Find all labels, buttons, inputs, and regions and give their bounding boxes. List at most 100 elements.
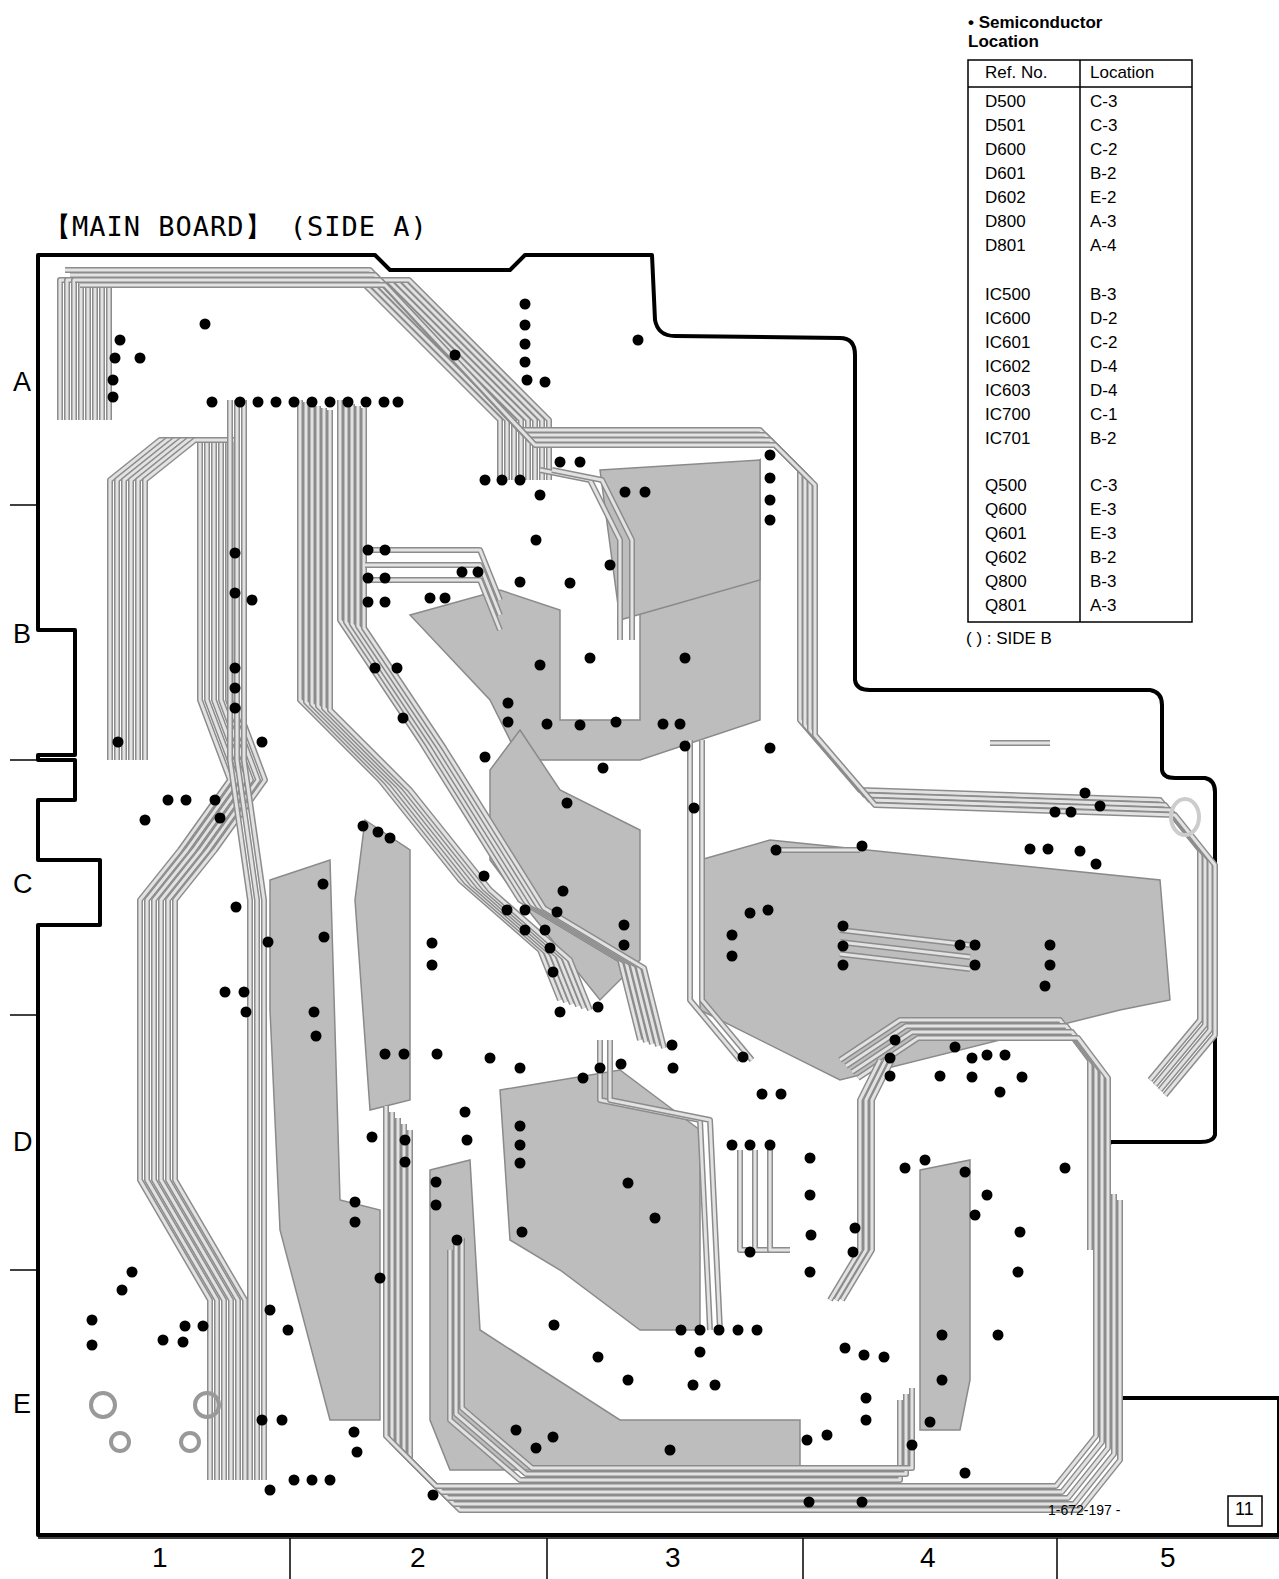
pad (318, 879, 329, 890)
trace-edge (450, 1250, 900, 1480)
pad (380, 545, 391, 556)
pad (531, 1443, 542, 1454)
pad (555, 1007, 566, 1018)
pad (503, 717, 514, 728)
pad (861, 1415, 872, 1426)
pad (432, 1049, 443, 1060)
pad (385, 833, 396, 844)
pad (399, 1049, 410, 1060)
pad (231, 902, 242, 913)
pad (230, 588, 241, 599)
trace-edge (600, 1040, 710, 1330)
pad (431, 1200, 442, 1211)
pad (907, 1440, 918, 1451)
row-letter: A (13, 368, 31, 398)
pad (135, 353, 146, 364)
grid-location: A-3 (1090, 597, 1116, 616)
pad (531, 535, 542, 546)
trace (858, 1038, 1108, 1268)
pad (283, 1325, 294, 1336)
pad (925, 1417, 936, 1428)
ref-number: D500 (985, 93, 1026, 112)
pad (745, 908, 756, 919)
ref-number: IC603 (985, 382, 1030, 401)
pad (520, 339, 531, 350)
pad (861, 1393, 872, 1404)
pad (522, 375, 533, 386)
row-letter: C (13, 870, 33, 900)
grid-location: C-2 (1090, 334, 1117, 353)
board-part-number: 1-672-197 - (1048, 1503, 1120, 1518)
pad (392, 663, 403, 674)
pad (727, 1140, 738, 1151)
pad (733, 1325, 744, 1336)
pad (393, 397, 404, 408)
pad (265, 1485, 276, 1496)
row-letter: B (13, 620, 31, 650)
pad (757, 1089, 768, 1100)
pad (277, 1415, 288, 1426)
row-letter: D (13, 1128, 33, 1158)
trace (702, 740, 752, 1060)
trace-edge (858, 1038, 1108, 1268)
ref-number: Q800 (985, 573, 1027, 592)
trace-edge (840, 954, 970, 969)
table-frame (968, 60, 1192, 622)
trace (70, 275, 1205, 1085)
board-outline (38, 255, 1279, 1535)
ref-number: D600 (985, 141, 1026, 160)
ref-number: Q600 (985, 501, 1027, 520)
solder-pads (87, 299, 1106, 1508)
pad (520, 357, 531, 368)
pad (545, 943, 556, 954)
table-header: Location (1090, 64, 1154, 83)
pad (805, 1190, 816, 1201)
pad (676, 1325, 687, 1336)
trace-edge (702, 740, 752, 1060)
pad (239, 987, 250, 998)
trace (990, 742, 1050, 745)
ref-number: IC602 (985, 358, 1030, 377)
pad (307, 397, 318, 408)
grid-location: C-3 (1090, 477, 1117, 496)
pad (400, 1135, 411, 1146)
pad (763, 905, 774, 916)
grid-location: D-4 (1090, 358, 1117, 377)
pad (263, 937, 274, 948)
grid-location: E-3 (1090, 525, 1116, 544)
pad (480, 752, 491, 763)
pad (515, 1140, 526, 1151)
trace-edge (610, 1040, 720, 1330)
trace (74, 280, 514, 480)
pad (370, 663, 381, 674)
grid-location: C-2 (1090, 141, 1117, 160)
pad (970, 1210, 981, 1221)
table-header: Ref. No. (985, 64, 1047, 83)
pad (658, 719, 669, 730)
pad (695, 1325, 706, 1336)
pad (565, 578, 576, 589)
pad (593, 1002, 604, 1013)
trace (365, 565, 500, 615)
pad (230, 703, 241, 714)
pad (515, 1063, 526, 1074)
grid-location: D-4 (1090, 382, 1117, 401)
pad (838, 921, 849, 932)
grid-location: B-2 (1090, 549, 1116, 568)
pad (428, 1490, 439, 1501)
pad (765, 743, 776, 754)
pad (350, 1217, 361, 1228)
pad (127, 1267, 138, 1278)
trace (244, 400, 264, 1480)
trace (840, 954, 970, 969)
pad (380, 1049, 391, 1060)
pad (380, 597, 391, 608)
pad (253, 397, 264, 408)
trace-edge (365, 550, 500, 600)
pad (87, 1315, 98, 1326)
pad (593, 1352, 604, 1363)
pad (271, 397, 282, 408)
pad (885, 1053, 896, 1064)
pad (640, 487, 651, 498)
trace-edge (74, 280, 514, 480)
